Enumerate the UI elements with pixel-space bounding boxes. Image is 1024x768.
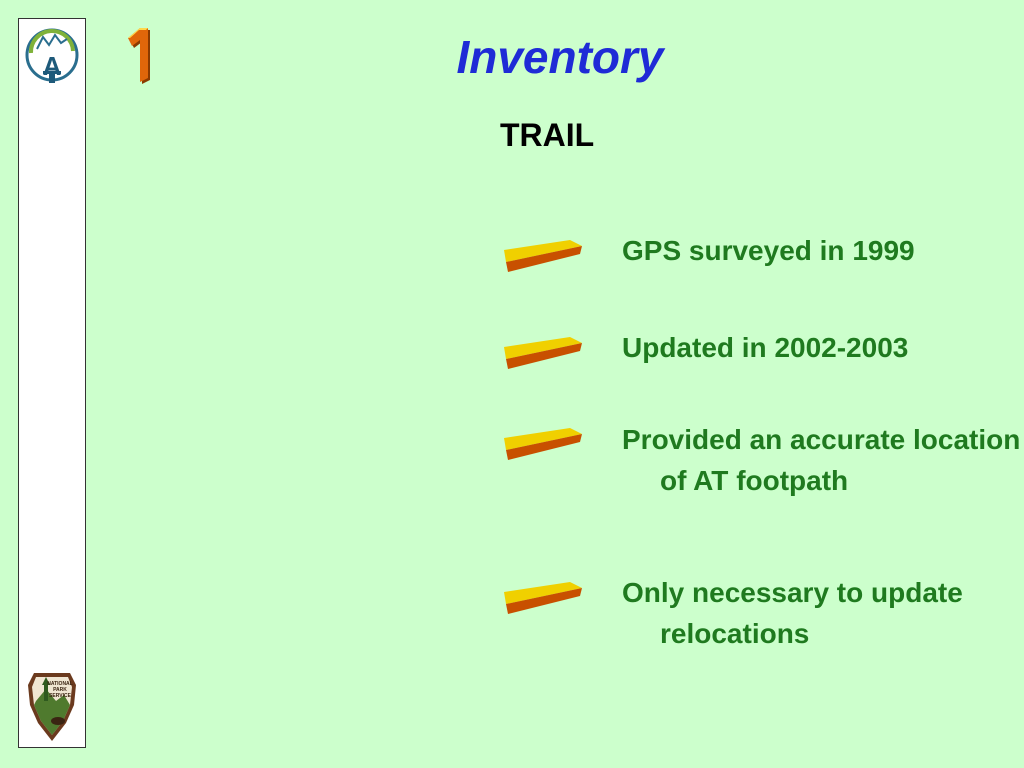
wedge-bullet-icon <box>504 428 582 460</box>
nps-logo-line2: PARK <box>53 687 67 693</box>
wedge-bullet-icon <box>504 240 582 272</box>
nps-logo-line3: SERVICE <box>49 693 72 699</box>
sidebar-panel: A NATIONAL PARK SERVICE <box>18 18 86 748</box>
slide-number-one-icon: 1 <box>128 28 150 84</box>
appalachian-trail-logo-icon: A <box>25 28 79 83</box>
nps-arrowhead-icon: NATIONAL PARK SERVICE <box>28 673 76 741</box>
slide-title: Inventory <box>456 31 664 83</box>
bullet-text: Updated in 2002-2003 <box>622 332 909 363</box>
bullet-text: Provided an accurate location of AT foot… <box>622 424 1021 496</box>
bullet-text: Only necessary to update relocations <box>622 577 963 649</box>
bullet-text: GPS surveyed in 1999 <box>622 235 915 266</box>
nps-logo-line1: NATIONAL <box>47 681 72 687</box>
slide-subtitle: TRAIL <box>500 117 595 153</box>
wedge-bullet-icon <box>504 337 582 369</box>
wedge-bullet-icon <box>504 582 582 614</box>
